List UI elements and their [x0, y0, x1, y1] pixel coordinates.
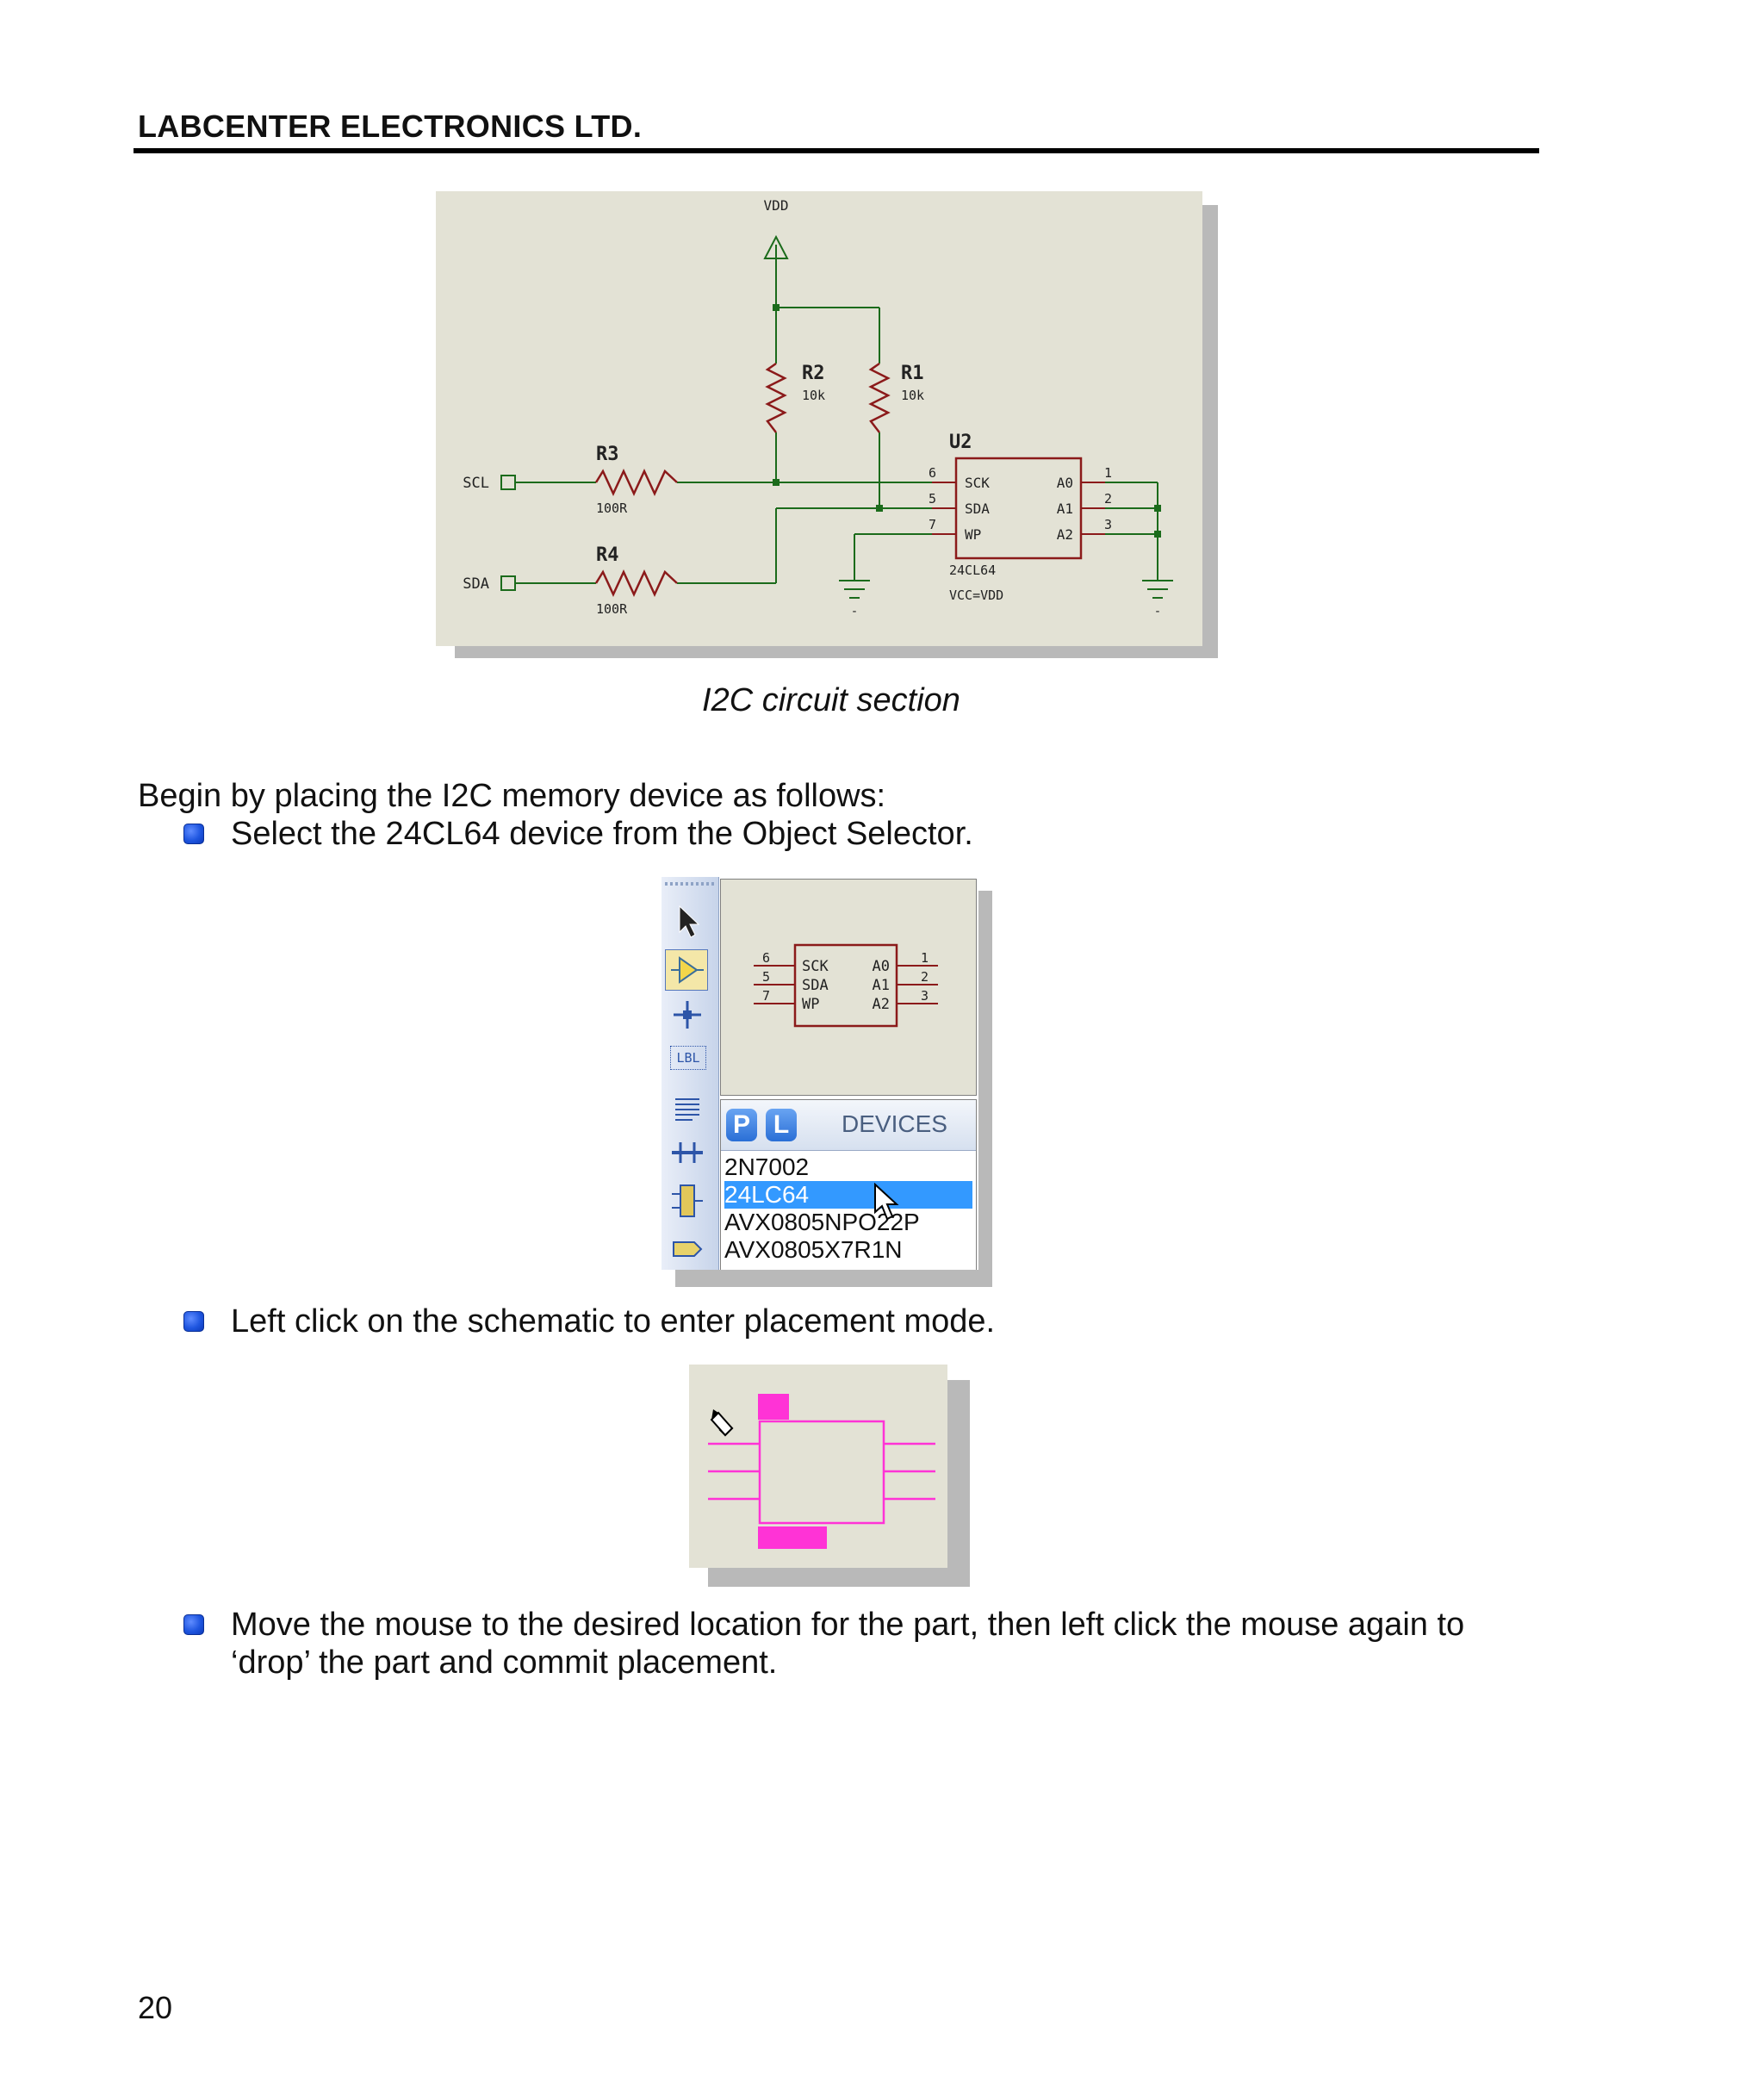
- sda-label: SDA: [463, 575, 489, 593]
- pick-devices-button[interactable]: P: [726, 1109, 757, 1141]
- scl-label: SCL: [463, 475, 489, 492]
- u2-pin-a0: A0: [1057, 475, 1073, 491]
- object-selector-screenshot: LBL SCK: [662, 877, 978, 1270]
- r2-value: 10k: [802, 388, 825, 403]
- device-preview: SCK SDA WP A0 A1 A2 6 5 7 1 2 3: [720, 879, 977, 1096]
- scl-terminal: [500, 475, 516, 490]
- preview-pinnum-7: 7: [762, 988, 770, 1004]
- preview-chip: SCK SDA WP A0 A1 A2 6 5 7 1 2 3: [754, 943, 938, 1028]
- header-title: LABCENTER ELECTRONICS LTD.: [138, 109, 643, 144]
- u2-pin-sck: SCK: [965, 475, 990, 491]
- device-list-item[interactable]: AVX0805X7R1N: [724, 1236, 903, 1263]
- wire-label-icon[interactable]: LBL: [670, 1046, 706, 1070]
- ghost-component: [708, 1394, 935, 1549]
- device-list-item[interactable]: 2N7002: [724, 1153, 810, 1180]
- resistor-r3: [594, 469, 678, 496]
- r3-name: R3: [596, 444, 619, 465]
- ground-label-1: -: [851, 605, 858, 619]
- preview-pin-sck: SCK: [802, 958, 829, 975]
- resistor-r2: [765, 362, 787, 433]
- device-list-item[interactable]: AVX0805NPO22P: [724, 1209, 920, 1235]
- pencil-cursor-icon: [710, 1409, 734, 1437]
- preview-pinnum-1: 1: [921, 950, 929, 966]
- resistors: [594, 362, 891, 597]
- bullet-text-1: Select the 24CL64 device from the Object…: [231, 816, 973, 852]
- subcircuit-icon[interactable]: [670, 1182, 705, 1220]
- preview-pin-sda: SDA: [802, 977, 829, 994]
- ghost-value-block: [758, 1526, 827, 1549]
- r4-name: R4: [596, 544, 619, 566]
- r1-name: R1: [901, 363, 924, 384]
- bullet-text-2: Left click on the schematic to enter pla…: [231, 1303, 996, 1340]
- ghost-label-block: [758, 1394, 789, 1420]
- u2-pinnum-5: 5: [929, 491, 936, 507]
- u2-pinnum-7: 7: [929, 517, 936, 532]
- r2-name: R2: [802, 363, 825, 384]
- u2-part: 24CL64: [949, 563, 996, 578]
- preview-pin-wp: WP: [802, 996, 819, 1013]
- bullet-icon: [183, 1311, 204, 1332]
- library-manager-button[interactable]: L: [766, 1109, 797, 1141]
- schematic-canvas: VDD R2 10k R1 10k R3 100R R4 100R SCL SD…: [436, 191, 1202, 646]
- devices-header-label: DEVICES: [842, 1110, 947, 1137]
- u2-pinnum-6: 6: [929, 465, 936, 481]
- r1-value: 10k: [901, 388, 924, 403]
- u2-pin-a1: A1: [1057, 500, 1073, 517]
- vdd-label: VDD: [764, 197, 789, 214]
- mode-toolbar: LBL: [662, 877, 719, 1270]
- preview-pinnum-5: 5: [762, 969, 770, 985]
- u2-pin-a2: A2: [1057, 526, 1073, 543]
- schematic-wires: [522, 258, 1173, 599]
- text-script-icon[interactable]: [672, 1094, 703, 1125]
- intro-text: Begin by placing the I2C memory device a…: [138, 778, 886, 814]
- preview-pinnum-2: 2: [921, 969, 929, 985]
- devices-header: P L DEVICES: [721, 1100, 976, 1151]
- ground-label-2: -: [1154, 605, 1161, 619]
- terminals-icon[interactable]: [670, 1237, 705, 1263]
- u2-pin-sda: SDA: [965, 500, 990, 517]
- junction-dot-icon[interactable]: [672, 999, 703, 1030]
- bullet-text-3: Move the mouse to the desired location f…: [231, 1607, 1465, 1643]
- preview-pinnum-6: 6: [762, 950, 770, 966]
- bullet-text-3-continued: ‘drop’ the part and commit placement.: [231, 1644, 778, 1681]
- preview-pin-a1: A1: [873, 977, 890, 994]
- resistor-r1: [868, 362, 891, 433]
- mouse-cursor-icon: [874, 1183, 899, 1221]
- vdd-power-terminal: [763, 234, 789, 259]
- preview-pin-a0: A0: [873, 958, 890, 975]
- u2-chip: [932, 457, 1105, 560]
- figure-caption: I2C circuit section: [702, 682, 960, 718]
- bullet-icon: [183, 1614, 204, 1635]
- component-mode-icon[interactable]: [665, 949, 708, 991]
- selection-arrow-icon[interactable]: [674, 905, 700, 939]
- resistor-r4: [594, 569, 678, 597]
- junction-dots: [773, 304, 1161, 538]
- r4-value: 100R: [596, 601, 628, 617]
- bullet-icon: [183, 824, 204, 844]
- preview-pinnum-3: 3: [921, 988, 929, 1004]
- u2-pinnum-2: 2: [1104, 491, 1112, 507]
- placement-screenshot: [689, 1365, 947, 1568]
- u2-power: VCC=VDD: [949, 588, 1003, 603]
- u2-name: U2: [949, 432, 972, 453]
- schematic-diagram: VDD R2 10k R1 10k R3 100R R4 100R SCL SD…: [463, 197, 1173, 619]
- buses-icon[interactable]: [670, 1137, 705, 1168]
- sda-terminal: [500, 575, 516, 591]
- u2-pinnum-3: 3: [1104, 517, 1112, 532]
- device-list-item-selected[interactable]: 24LC64: [724, 1181, 972, 1209]
- preview-pin-a2: A2: [873, 996, 890, 1013]
- r3-value: 100R: [596, 500, 628, 516]
- u2-pin-wp: WP: [965, 526, 981, 543]
- u2-pinnum-1: 1: [1104, 465, 1112, 481]
- page-number: 20: [138, 1990, 173, 2025]
- header-rule: [134, 148, 1539, 153]
- devices-panel: P L DEVICES 2N7002 24LC64 AVX0805NPO22P …: [720, 1099, 977, 1270]
